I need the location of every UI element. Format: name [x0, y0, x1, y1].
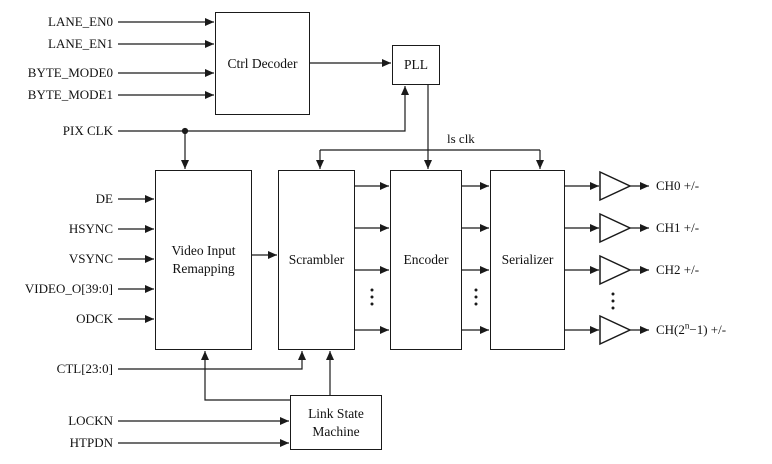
label-pix-clk: PIX CLK [62, 123, 113, 138]
label-chn: CH(2n−1) +/- [656, 321, 726, 339]
wire-pix-clk [118, 86, 409, 132]
buffer-amp-icon-chn [599, 314, 632, 346]
label-chn-pre: CH(2 [656, 322, 685, 337]
label-video-o: VIDEO_O[39:0] [24, 281, 113, 296]
block-scrambler-label: Scrambler [288, 252, 345, 268]
label-byte-mode0: BYTE_MODE0 [27, 65, 113, 80]
block-pll: PLL [392, 45, 440, 85]
block-serializer-label: Serializer [501, 252, 554, 268]
block-serializer: Serializer [490, 170, 565, 350]
label-odck: ODCK [76, 311, 113, 326]
label-chn-post: −1) +/- [689, 322, 727, 337]
buffer-amp-icon-ch1 [599, 212, 632, 244]
label-lane-en1: LANE_EN1 [48, 36, 113, 51]
wires [118, 18, 649, 447]
block-video-input-remapping-label: Video Input Remapping [171, 243, 236, 276]
label-ch2: CH2 +/- [656, 262, 700, 277]
block-encoder-label: Encoder [403, 252, 449, 268]
block-ctrl-decoder-label: Ctrl Decoder [227, 55, 298, 71]
label-de: DE [95, 191, 113, 206]
wire-ctl [118, 351, 306, 370]
buffer-amp-icon-ch0 [599, 170, 632, 202]
label-vsync: VSYNC [68, 251, 113, 266]
block-pll-label: PLL [403, 57, 428, 73]
buffer-amp-icon-ch2 [599, 254, 632, 286]
label-ch1: CH1 +/- [656, 220, 700, 235]
label-ctl: CTL[23:0] [56, 361, 113, 376]
wire-lsm-to-remap [201, 351, 290, 401]
label-htpdn: HTPDN [69, 435, 113, 450]
ellipsis-output-buffers [611, 292, 615, 310]
block-ctrl-decoder: Ctrl Decoder [215, 12, 310, 115]
label-chn-exponent: n [684, 320, 690, 331]
block-scrambler: Scrambler [278, 170, 355, 350]
ellipsis-encoder-serializer [474, 288, 478, 306]
ellipsis-dots [370, 288, 615, 310]
label-lane-en0: LANE_EN0 [48, 14, 113, 29]
label-hsync: HSYNC [68, 221, 113, 236]
block-link-state-machine: Link State Machine [290, 395, 382, 450]
label-ls-clk: ls clk [447, 131, 475, 146]
block-encoder: Encoder [390, 170, 462, 350]
label-lockn: LOCKN [68, 413, 113, 428]
block-link-state-machine-label: Link State Machine [308, 405, 364, 439]
label-byte-mode1: BYTE_MODE1 [27, 87, 113, 102]
label-ch0: CH0 +/- [656, 178, 700, 193]
junction-dot [181, 127, 189, 135]
block-video-input-remapping: Video Input Remapping [155, 170, 252, 350]
output-buffers [599, 170, 632, 346]
ellipsis-scrambler-encoder [370, 288, 374, 306]
